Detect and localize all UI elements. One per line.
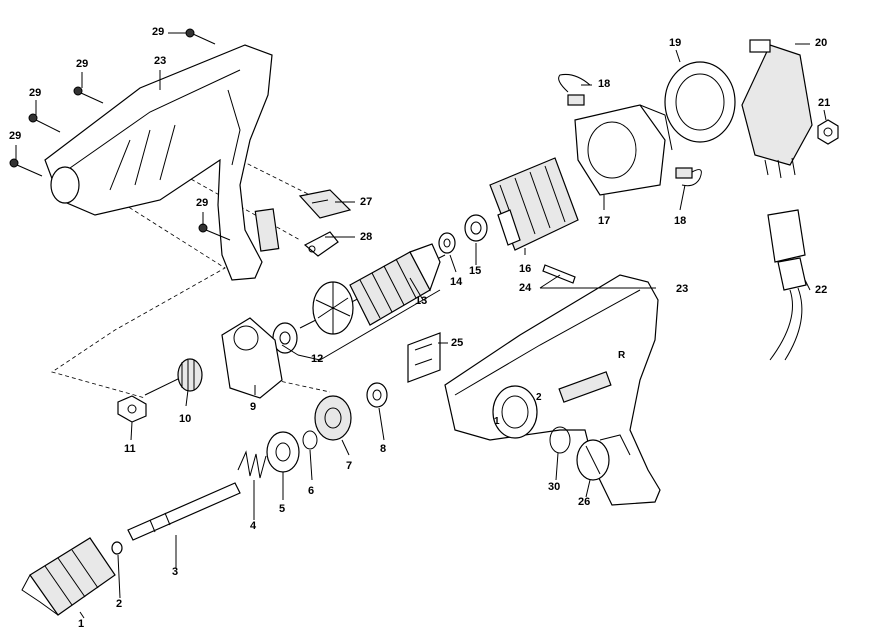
callout-5: 5 <box>279 503 286 515</box>
callout-2: 2 <box>116 598 123 610</box>
callout-11: 11 <box>124 443 136 455</box>
callout-13: 13 <box>415 295 428 307</box>
switch-button <box>298 189 352 219</box>
callout-27: 27 <box>360 196 373 208</box>
drill-chuck <box>21 537 116 616</box>
callout-10: 10 <box>179 413 192 425</box>
screw-top <box>185 28 216 45</box>
callout-8: 8 <box>380 443 387 455</box>
speed-mark-2: 2 <box>536 392 542 403</box>
callout-25: 25 <box>451 337 464 349</box>
callout-14: 14 <box>450 276 463 288</box>
callout-9: 9 <box>250 401 257 413</box>
callout-3: 3 <box>172 566 179 578</box>
callout-30: 30 <box>548 481 561 493</box>
bearing-plate <box>221 317 283 399</box>
pinion-gear <box>144 358 203 396</box>
carbon-brush-bottom <box>675 167 702 187</box>
callout-19: 19 <box>669 37 682 49</box>
power-cord <box>767 209 807 361</box>
lock-mark-r: R <box>618 350 626 361</box>
left-housing-half <box>44 44 280 281</box>
callout-15: 15 <box>469 265 482 277</box>
retaining-ring <box>302 430 318 450</box>
callout-29-third: 29 <box>29 87 42 99</box>
compression-spring <box>237 450 267 479</box>
speed-mark-1: 1 <box>494 416 500 427</box>
callout-21: 21 <box>818 97 831 109</box>
callout-1: 1 <box>78 618 85 630</box>
drive-gear <box>314 395 352 441</box>
callout-16: 16 <box>519 263 532 275</box>
callout-29-fifth: 29 <box>196 197 209 209</box>
callout-20: 20 <box>815 37 828 49</box>
callout-29-fourth: 29 <box>9 130 22 142</box>
callout-29-top: 29 <box>152 26 165 38</box>
locking-nut <box>117 395 147 423</box>
screw-2 <box>73 86 104 104</box>
armature <box>299 243 446 335</box>
trigger-switch <box>741 39 813 179</box>
callout-7: 7 <box>346 460 353 472</box>
brush-holder-ring <box>664 61 736 143</box>
callout-28: 28 <box>360 231 373 243</box>
callout-24: 24 <box>519 282 532 294</box>
screw-4 <box>9 158 43 177</box>
spindle <box>127 482 241 541</box>
callout-6: 6 <box>308 485 315 497</box>
callout-29-second: 29 <box>76 58 89 70</box>
field-stator <box>489 157 579 251</box>
screw-3 <box>28 113 61 133</box>
callout-23-left: 23 <box>154 55 167 67</box>
callout-18-bottom: 18 <box>674 215 687 227</box>
callout-23-right: 23 <box>676 283 689 295</box>
callout-18-top: 18 <box>598 78 611 90</box>
selector-knob <box>576 439 610 481</box>
washer <box>366 382 388 408</box>
callout-26: 26 <box>578 496 591 508</box>
lock-clip <box>303 231 339 257</box>
callout-12: 12 <box>311 353 324 365</box>
spring-pin <box>542 264 576 284</box>
callout-17: 17 <box>598 215 611 227</box>
ball-bearing <box>266 431 300 473</box>
callout-22: 22 <box>815 284 828 296</box>
callout-4: 4 <box>250 520 257 532</box>
leader-lines <box>15 32 827 619</box>
motor-housing <box>574 104 673 196</box>
bearing-15 <box>464 214 488 242</box>
bearing-14 <box>438 232 456 254</box>
screws <box>9 28 231 241</box>
retaining-plate <box>407 332 441 383</box>
carbon-brush-top <box>558 74 591 106</box>
hex-nut <box>817 119 839 145</box>
o-ring <box>549 426 571 454</box>
right-housing-half <box>444 274 661 506</box>
small-washer <box>111 541 123 555</box>
